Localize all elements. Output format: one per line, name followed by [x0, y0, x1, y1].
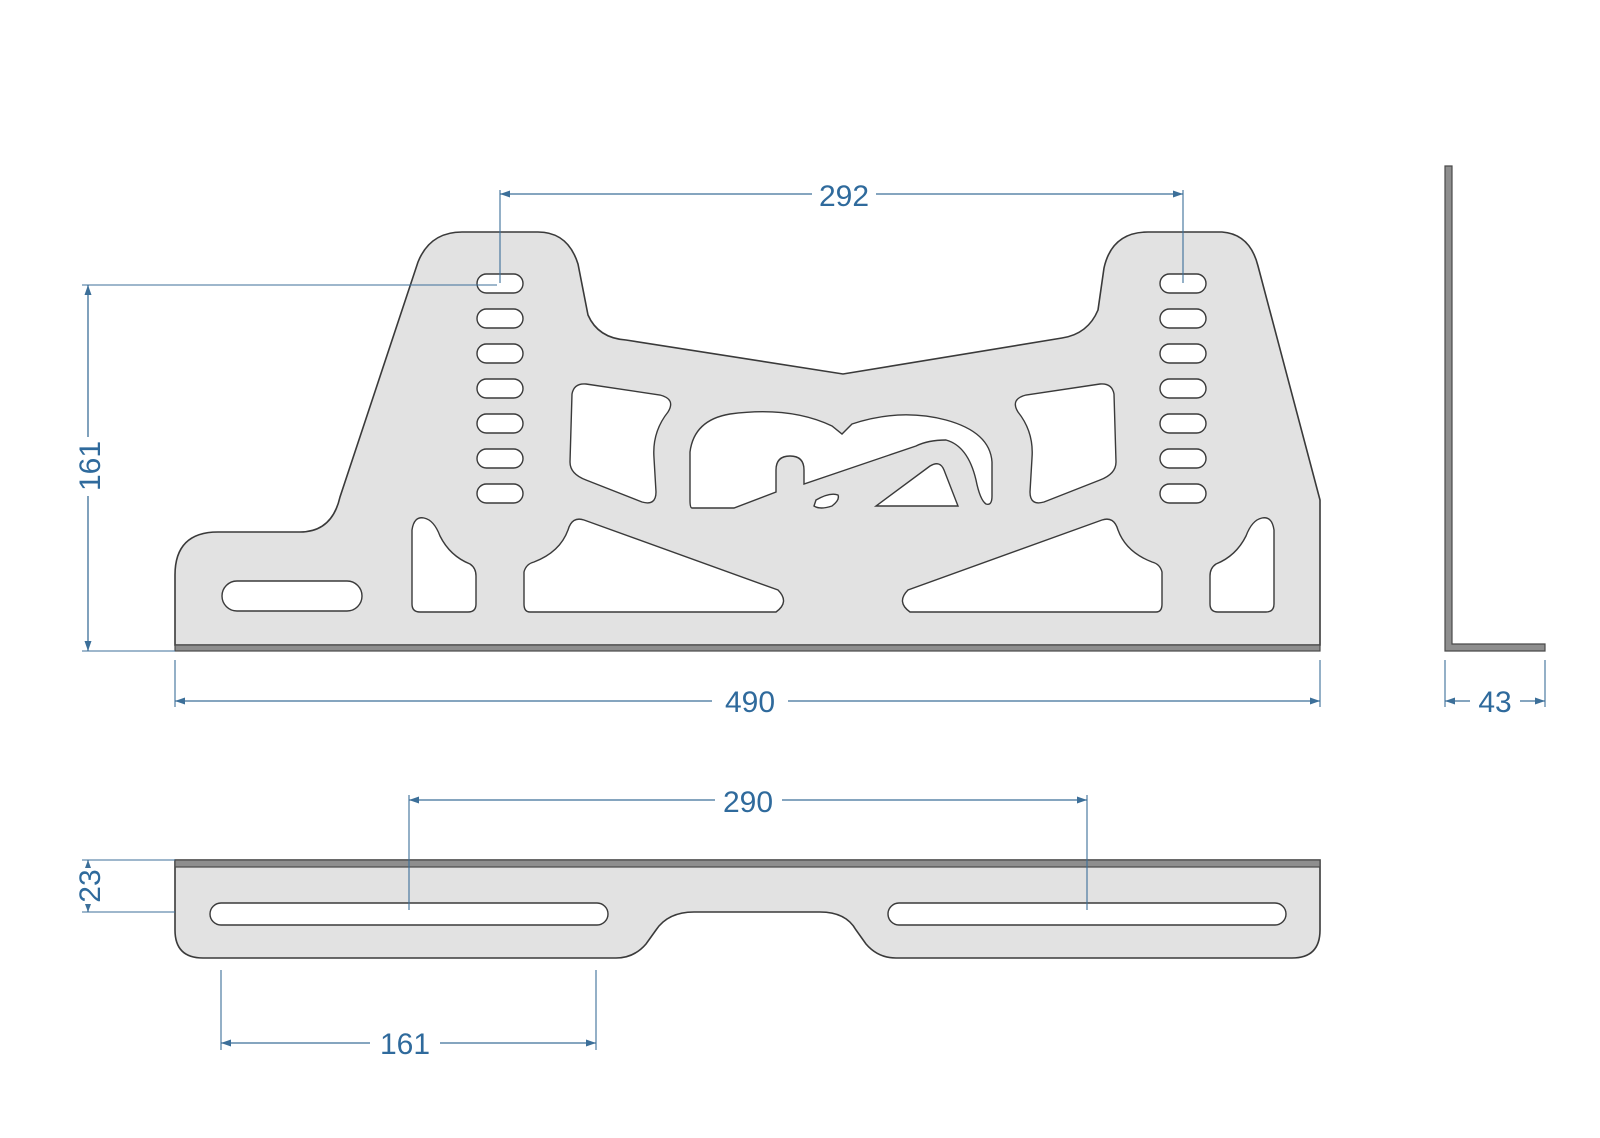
dimension-490: 490 [174, 660, 1321, 719]
slot [476, 378, 524, 399]
right-slot-column [1159, 273, 1207, 504]
logo-cutout-main [689, 411, 993, 509]
cutout-right-large-tri [901, 518, 1163, 613]
slot [476, 308, 524, 329]
cutout-left-upper [569, 383, 672, 504]
end-view [1444, 165, 1546, 652]
dimension-161-slot: 161 [220, 970, 597, 1061]
slot [1159, 378, 1207, 399]
dimension-43-label: 43 [1478, 686, 1511, 719]
top-view [174, 859, 1321, 959]
cutout-left-large-tri [523, 518, 785, 613]
slot [476, 448, 524, 469]
dimension-23-label: 23 [74, 869, 107, 902]
top-flange-edge [174, 859, 1321, 868]
slot [1159, 483, 1207, 504]
cutout-left-small-tri [411, 517, 477, 613]
slot [476, 343, 524, 364]
slot [1159, 413, 1207, 434]
left-slot-column [476, 273, 524, 504]
slot [1159, 343, 1207, 364]
slot [1159, 448, 1207, 469]
dimension-43: 43 [1444, 660, 1546, 719]
dimension-161-height: 161 [74, 284, 497, 652]
cutout-right-small-tri [1209, 517, 1275, 613]
logo-cutout-dot [813, 493, 840, 509]
side-view [174, 231, 1321, 652]
dimension-161-height-label: 161 [74, 441, 107, 491]
dimension-290-label: 290 [723, 786, 773, 819]
slot [1159, 308, 1207, 329]
logo-cutout-triangle [873, 463, 960, 507]
side-flange-edge [174, 644, 1321, 652]
dimension-290: 290 [408, 786, 1088, 910]
dimension-292: 292 [499, 180, 1184, 283]
top-plate [174, 859, 1321, 959]
cutout-right-upper [1014, 383, 1117, 504]
slot [476, 483, 524, 504]
l-profile [1444, 165, 1546, 652]
slot [476, 413, 524, 434]
dimension-292-label: 292 [819, 180, 869, 213]
dimension-23: 23 [74, 859, 175, 913]
dimension-490-label: 490 [725, 686, 775, 719]
dimension-161-slot-label: 161 [380, 1028, 430, 1061]
bottom-left-slot [221, 580, 363, 612]
